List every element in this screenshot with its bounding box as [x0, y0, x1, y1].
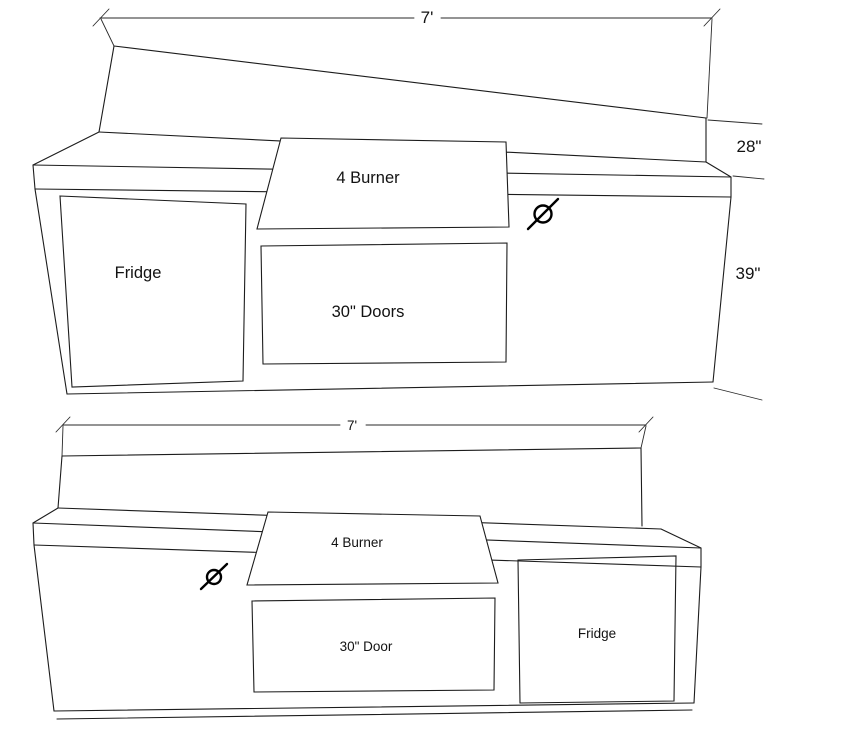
backsplash-top-edge	[113, 45, 707, 119]
top-fridge-panel	[59, 195, 247, 388]
bottom-burner-panel	[246, 511, 499, 586]
cabinet-bottom-edge	[53, 702, 695, 712]
backsplash-left-edge	[57, 455, 63, 509]
extension-line	[732, 175, 765, 180]
top-width-dimension: 7'	[92, 8, 721, 119]
gas-line-symbol-icon	[199, 562, 229, 591]
bottom-doors-panel	[251, 597, 496, 693]
extension-line	[706, 18, 713, 119]
gas-line-symbol-icon	[526, 197, 560, 231]
gas-circle	[533, 204, 553, 224]
dimension-tick-icon	[92, 8, 110, 27]
dimension-tick-icon	[638, 416, 654, 433]
extension-line	[713, 387, 763, 401]
cabinet-left-edge	[34, 188, 68, 395]
fascia-left-edge	[32, 164, 36, 190]
top-width-dim-label: 7'	[421, 8, 434, 27]
bottom-burner-label: 4 Burner	[331, 535, 383, 550]
cabinet-base-line	[56, 709, 693, 720]
extension-line	[640, 425, 647, 449]
bottom-fridge-panel	[517, 555, 677, 704]
dimension-tick-icon	[55, 416, 71, 433]
bottom-fridge-label: Fridge	[578, 626, 616, 641]
fascia-left-edge	[32, 522, 35, 546]
counter-left-edge	[32, 507, 59, 524]
top-height-dimension: 39"	[713, 264, 763, 401]
backsplash-right-edge	[640, 447, 643, 527]
bottom-doors-label: 30" Door	[340, 639, 393, 654]
cabinet-left-edge	[33, 544, 55, 712]
cabinet-right-edge	[712, 196, 732, 383]
top-view: 7' Fridge 4 Burner 30"	[32, 8, 765, 401]
counter-right-edge	[705, 161, 732, 178]
backsplash-top-edge	[61, 447, 642, 457]
counter-left-edge	[32, 131, 100, 166]
dimension-tick-icon	[703, 8, 721, 27]
extension-line	[100, 18, 115, 47]
top-backsplash-dimension: 28"	[707, 119, 765, 180]
extension-line	[707, 119, 763, 125]
extension-line	[61, 425, 64, 457]
top-fridge-label: Fridge	[115, 264, 162, 282]
bottom-width-dim-label: 7'	[347, 418, 357, 433]
top-height-dim-label: 39"	[736, 264, 761, 283]
top-doors-panel	[260, 242, 508, 365]
top-burner-panel	[256, 137, 510, 230]
gas-slash	[199, 562, 229, 591]
top-backsplash-dim-label: 28"	[737, 137, 762, 156]
gas-circle	[205, 568, 223, 586]
counter-right-edge	[660, 528, 702, 549]
cabinet-bottom-edge	[66, 381, 714, 395]
bottom-width-dimension: 7'	[55, 416, 654, 457]
cabinet-right-edge	[693, 566, 702, 704]
bottom-view: 7' 4 Burner 30" Door	[32, 416, 702, 720]
top-doors-label: 30" Doors	[332, 303, 405, 321]
gas-slash	[526, 197, 560, 231]
top-burner-label: 4 Burner	[336, 169, 400, 187]
backsplash-left-edge	[98, 45, 115, 133]
